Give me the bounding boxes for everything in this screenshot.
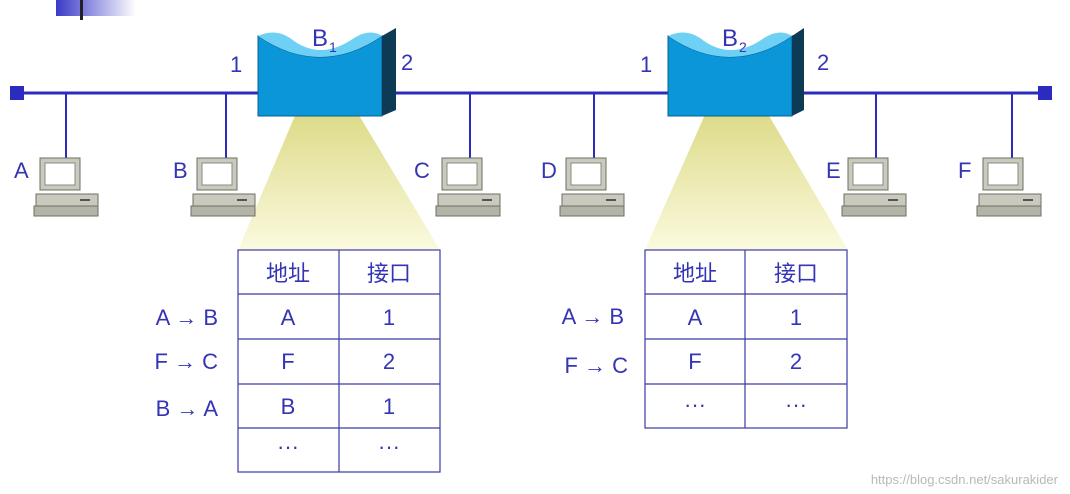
beam-bridge-1: [238, 92, 440, 250]
table-2-cell: ···: [684, 392, 706, 417]
table-2-header-port: 接口: [774, 261, 818, 286]
cable-terminator-left: [10, 86, 24, 100]
frame-label: B → A: [156, 396, 219, 421]
table-1-cell: A: [281, 305, 296, 330]
frame-label: F → C: [154, 349, 218, 374]
table-1-cell: 1: [383, 394, 395, 419]
corner-mark: [80, 0, 83, 20]
forwarding-table-2: 地址 接口 A 1 F 2 ··· ··· A → B F → C: [562, 249, 848, 429]
host-f-label: F: [958, 158, 971, 183]
bridge-1-name: B: [312, 25, 328, 52]
bridge-2-name: B: [722, 25, 738, 52]
host-d: D: [541, 157, 625, 217]
host-a-label: A: [14, 158, 29, 183]
host-b-label: B: [173, 158, 188, 183]
bridge-1-port-right: 2: [401, 50, 413, 75]
host-d-label: D: [541, 158, 557, 183]
computer-icon: [33, 157, 99, 217]
bridge-2-port-right: 2: [817, 50, 829, 75]
table-1-cell: ···: [277, 434, 299, 459]
frame-label: F → C: [564, 353, 628, 378]
bridge-1: B 1 1 2: [230, 25, 413, 117]
bridge-2-side: [792, 28, 804, 116]
watermark-text: https://blog.csdn.net/sakurakider: [871, 472, 1059, 487]
table-2-header-address: 地址: [673, 261, 717, 286]
table-2-cell: F: [688, 349, 701, 374]
host-e-label: E: [826, 158, 841, 183]
frame-label: A → B: [156, 305, 218, 330]
bridge-1-subscript: 1: [329, 39, 337, 55]
table-1-cell: B: [281, 394, 296, 419]
computer-icon: [435, 157, 501, 217]
computer-icon: [976, 157, 1042, 217]
computer-icon: [559, 157, 625, 217]
host-f: F: [958, 157, 1042, 217]
bridge-1-side: [382, 28, 396, 116]
host-c-label: C: [414, 158, 430, 183]
host-c: C: [414, 157, 501, 217]
bridge-1-top: [258, 32, 382, 57]
table-1-header-port: 接口: [367, 261, 411, 286]
host-e: E: [826, 157, 907, 217]
table-2-cell: A: [688, 305, 703, 330]
cable-terminator-right: [1038, 86, 1052, 100]
bridge-2-subscript: 2: [739, 39, 747, 55]
table-1-cell: 1: [383, 305, 395, 330]
table-1-cell: F: [281, 349, 294, 374]
table-1-header-address: 地址: [266, 261, 310, 286]
table-1-cell: ···: [378, 434, 400, 459]
bridge-2-port-left: 1: [640, 52, 652, 77]
bridge-2: B 2 1 2: [640, 25, 829, 117]
bridge-1-port-left: 1: [230, 52, 242, 77]
host-a: A: [14, 157, 99, 217]
host-b: B: [173, 157, 256, 217]
forwarding-table-1: 地址 接口 A 1 F 2 B 1 ··· ··· A → B F → C B …: [154, 249, 441, 473]
table-2-cell: 1: [790, 305, 802, 330]
table-2-cell: 2: [790, 349, 802, 374]
computer-icon: [841, 157, 907, 217]
corner-decoration: [56, 0, 136, 16]
beam-bridge-2: [645, 92, 848, 250]
table-2-cell: ···: [785, 392, 807, 417]
lan-cable: [10, 86, 1052, 160]
frame-label: A → B: [562, 304, 624, 329]
table-1-cell: 2: [383, 349, 395, 374]
bridge-2-top: [668, 32, 792, 57]
computer-icon: [190, 157, 256, 217]
